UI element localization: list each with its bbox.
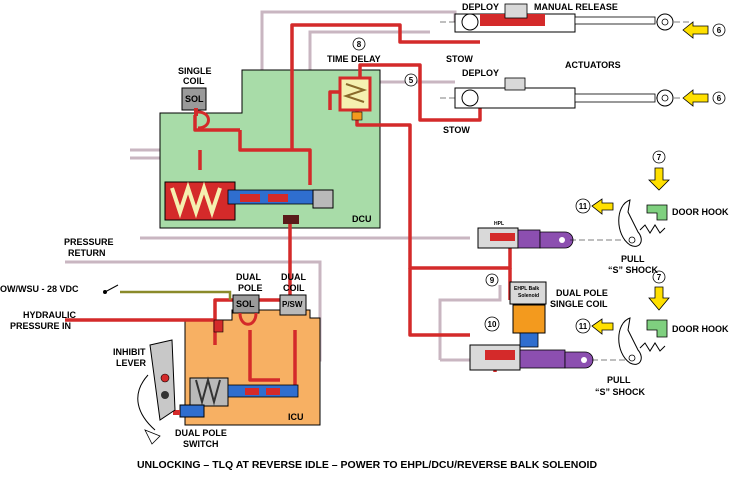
label-ehpl-balk-1: EHPL Balk — [514, 286, 539, 292]
label-pull-bottom-2: “S” SHOCK — [595, 387, 646, 397]
label-deploy-top: DEPLOY — [462, 2, 499, 12]
callout-11-bottom: 11 — [575, 318, 591, 334]
dcu-spool — [164, 181, 334, 221]
svg-text:7: 7 — [657, 153, 662, 162]
callout-11-top: 11 — [575, 198, 591, 214]
svg-text:9: 9 — [490, 276, 495, 285]
ehpl-balk-solenoid — [509, 281, 547, 348]
label-pressure: PRESSURE — [64, 237, 114, 247]
label-dual-coil-1: DUAL — [281, 272, 306, 282]
actuator-mid — [440, 77, 690, 109]
svg-text:6: 6 — [717, 26, 722, 35]
callout-10: 10 — [484, 316, 500, 332]
label-sol-dcu: SOL — [185, 94, 204, 104]
label-return: RETURN — [68, 248, 106, 258]
label-deploy-mid: DEPLOY — [462, 68, 499, 78]
svg-text:11: 11 — [579, 322, 588, 331]
icu-solenoid-sol — [232, 294, 260, 326]
label-dual-pole-single-coil-1: DUAL POLE — [556, 288, 608, 298]
label-dual-pole-switch-2: SWITCH — [183, 439, 219, 449]
label-dual-pole-single-coil-2: SINGLE COIL — [550, 299, 608, 309]
icu-pressure-switch — [279, 294, 307, 316]
svg-text:5: 5 — [409, 76, 414, 85]
callout-6-top: 6 — [712, 23, 726, 37]
arrow-icon-7-top — [648, 167, 670, 191]
arrow-icon-6-top — [682, 21, 709, 39]
actuator-top — [440, 3, 690, 33]
label-manual-release: MANUAL RELEASE — [534, 2, 618, 12]
svg-text:8: 8 — [357, 40, 362, 49]
arrow-icon-7-bottom — [648, 286, 670, 311]
icu-block — [184, 309, 321, 426]
svg-text:6: 6 — [717, 94, 722, 103]
label-ehpl-balk-2: Solenoid — [518, 293, 539, 299]
svg-text:10: 10 — [488, 320, 497, 329]
svg-text:7: 7 — [657, 273, 662, 282]
arrow-icon-11-bottom — [591, 318, 614, 335]
callout-7-bottom: 7 — [652, 270, 666, 284]
hpl-lower — [469, 344, 630, 371]
label-pull-top-1: PULL — [621, 254, 645, 264]
wire-switch — [103, 284, 119, 294]
door-hook-upper — [618, 199, 668, 247]
label-door-hook-top: DOOR HOOK — [672, 207, 729, 217]
dcu-orifice — [283, 215, 299, 224]
time-delay-valve — [338, 76, 372, 121]
label-stow-top: STOW — [446, 54, 473, 64]
callout-7-top: 7 — [652, 150, 666, 164]
dcu-solenoid — [181, 87, 210, 130]
callout-9: 9 — [485, 273, 499, 287]
label-inhibit-1: INHIBIT — [113, 347, 146, 357]
svg-text:11: 11 — [579, 202, 588, 211]
label-stow-mid: STOW — [443, 125, 470, 135]
callout-6-mid: 6 — [712, 91, 726, 105]
label-icu: ICU — [288, 412, 304, 422]
label-dual-pole-1: DUAL — [236, 272, 261, 282]
label-single-coil-1: SINGLE — [178, 66, 212, 76]
label-hydraulic-1: HYDRAULIC — [23, 310, 76, 320]
label-pull-top-2: “S” SHOCK — [608, 265, 659, 275]
callout-8: 8 — [352, 37, 366, 51]
door-hook-lower — [618, 317, 668, 365]
callout-5: 5 — [404, 73, 418, 87]
hpl-upper — [477, 227, 630, 249]
label-dcu: DCU — [352, 214, 372, 224]
label-actuators: ACTUATORS — [565, 60, 621, 70]
label-door-hook-bottom: DOOR HOOK — [672, 324, 729, 334]
diagram-title: UNLOCKING – TLQ AT REVERSE IDLE – POWER … — [137, 459, 598, 471]
label-time-delay: TIME DELAY — [327, 54, 381, 64]
label-hydraulic-2: PRESSURE IN — [10, 321, 71, 331]
label-single-coil-2: COIL — [183, 76, 205, 86]
arrow-icon-6-mid — [682, 89, 709, 107]
label-sol-icu: SOL — [236, 299, 255, 309]
label-psw: P/SW — [282, 300, 303, 309]
electrical-wire — [120, 290, 232, 300]
label-dual-coil-2: COIL — [283, 283, 305, 293]
label-hpl: HPL — [494, 221, 504, 227]
label-ow-wsu: OW/WSU - 28 VDC — [0, 284, 79, 294]
icu-spool — [173, 319, 299, 418]
inhibit-lever — [137, 339, 176, 445]
label-inhibit-2: LEVER — [116, 358, 147, 368]
label-dual-pole-2: POLE — [238, 283, 263, 293]
label-dual-pole-switch-1: DUAL POLE — [175, 428, 227, 438]
arrow-icon-11-top — [591, 198, 614, 215]
label-pull-bottom-1: PULL — [607, 375, 631, 385]
